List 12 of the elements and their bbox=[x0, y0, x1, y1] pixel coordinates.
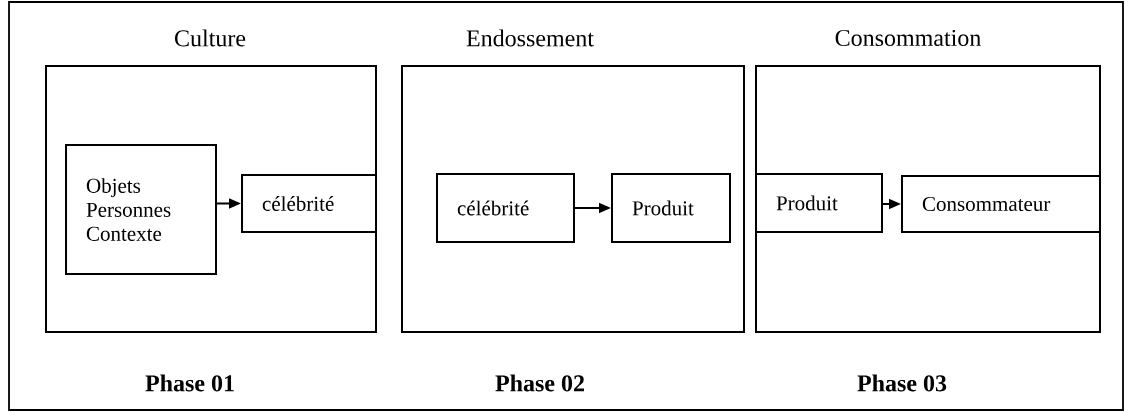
phase-label: Phase 01 bbox=[145, 374, 234, 392]
process-box: Produit bbox=[755, 173, 883, 233]
process-box: Produit bbox=[611, 173, 731, 243]
process-box: Consommateur bbox=[901, 175, 1101, 233]
phase-label: Phase 03 bbox=[857, 374, 947, 392]
process-box: célébrité bbox=[436, 173, 575, 243]
panel-heading: Culture bbox=[175, 29, 246, 47]
panel-heading: Endossement bbox=[466, 29, 594, 47]
process-box: Objets Personnes Contexte bbox=[65, 144, 217, 275]
panel-heading: Consommation bbox=[835, 29, 981, 47]
process-box: célébrité bbox=[241, 174, 377, 233]
phase-label: Phase 02 bbox=[495, 374, 584, 392]
